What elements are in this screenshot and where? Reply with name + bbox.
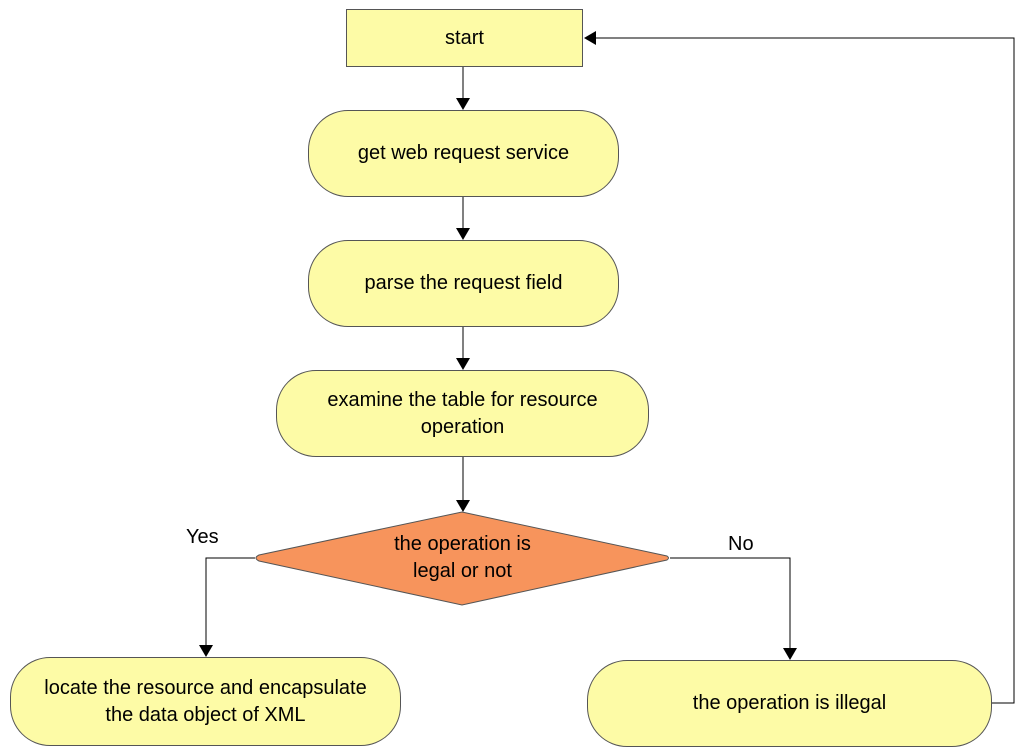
get-web-request-node: get web request service [308,110,619,197]
locate-resource-node: locate the resource and encapsulate the … [10,657,401,746]
arrow-no-branch [670,557,797,660]
operation-illegal-node: the operation is illegal [587,660,992,747]
decision-label: the operation is legal or not [394,533,531,582]
examine-table-node: examine the table for resource operation [276,370,649,457]
yes-branch-label: Yes [186,526,219,548]
arrow-yes-branch [199,557,255,657]
parse-request-field-node: parse the request field [308,240,619,327]
no-branch-label: No [728,533,754,555]
arrow-loop-back-to-start [584,31,1015,704]
decision-diamond [255,511,669,606]
start-node: start [346,9,583,67]
